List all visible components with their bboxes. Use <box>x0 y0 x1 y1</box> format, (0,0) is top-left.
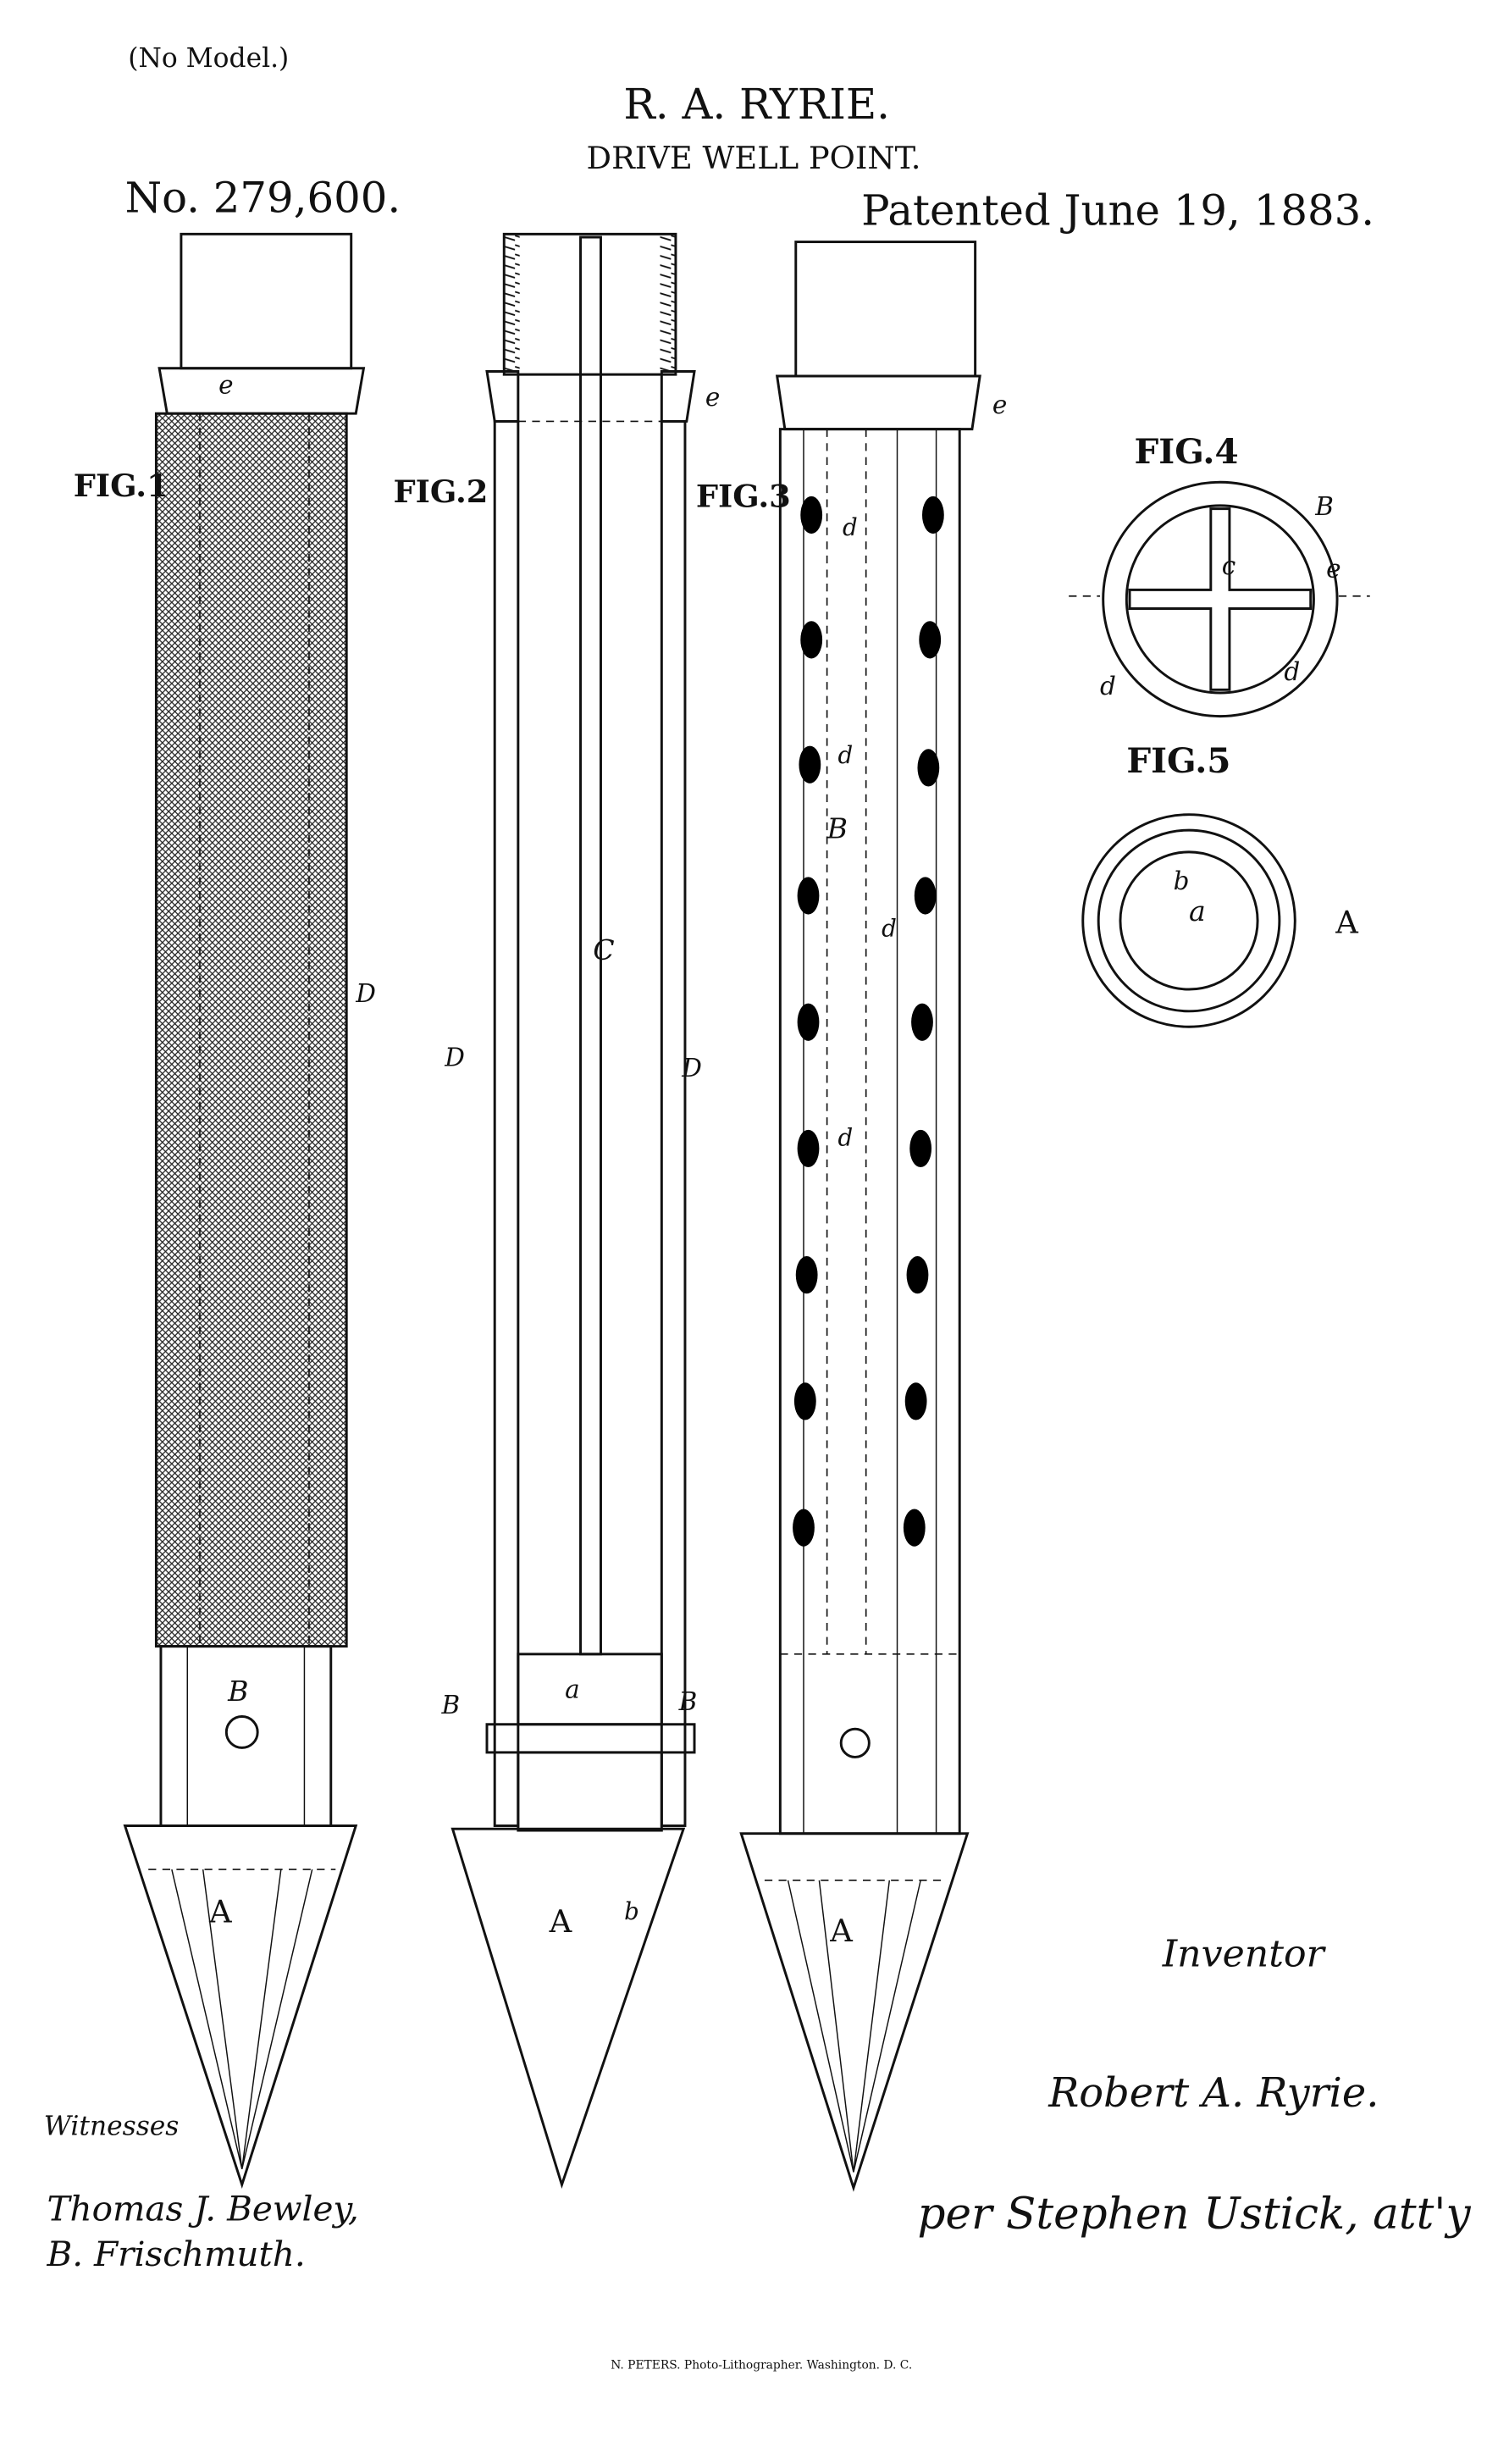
witness-2-signature: B. Frischmuth. <box>46 2234 305 2274</box>
ref-D: D <box>681 1054 702 1082</box>
ref-B: B <box>441 1691 461 1719</box>
ref-a: a <box>1189 894 1206 927</box>
ref-d: d <box>838 1123 854 1151</box>
ref-b: b <box>1174 867 1190 895</box>
figure-5: FIG.5 b a A <box>1081 740 1358 1028</box>
invention-title: DRIVE WELL POINT. <box>587 140 921 176</box>
ref-A: A <box>1335 905 1358 941</box>
fig2-label: FIG.2 <box>393 473 488 510</box>
inventor-name-heading: R. A. RYRIE. <box>623 80 890 129</box>
patent-number: No. 279,600. <box>125 174 401 223</box>
ref-e: e <box>218 370 233 399</box>
ref-c: c <box>1222 551 1236 580</box>
fig3-label: FIG.3 <box>696 478 791 515</box>
fig1-label: FIG.1 <box>74 467 169 504</box>
lithographer-credit: N. PETERS. Photo-Lithographer. Washingto… <box>611 2359 912 2373</box>
ref-A: A <box>208 1894 232 1930</box>
figure-3: FIG.3 e d d B d d A <box>696 241 1007 2192</box>
ref-d: d <box>882 914 897 942</box>
figure-4: FIG.4 B c e d d <box>1069 431 1370 718</box>
ref-A: A <box>829 1913 853 1949</box>
ref-D: D <box>444 1043 465 1071</box>
ref-A: A <box>549 1903 572 1940</box>
ref-a: a <box>565 1675 580 1703</box>
ref-D: D <box>355 979 376 1008</box>
ref-B: B <box>678 1687 698 1716</box>
witnesses-label: Witnesses <box>44 2111 180 2141</box>
inventor-label: Inventor <box>1162 1932 1327 1975</box>
no-model-note: (No Model.) <box>128 43 289 74</box>
ref-C: C <box>593 933 614 966</box>
fig5-label: FIG.5 <box>1126 740 1230 781</box>
ref-B: B <box>1314 492 1334 521</box>
ref-e: e <box>992 390 1007 419</box>
ref-b: b <box>624 1897 639 1925</box>
ref-B: B <box>227 1675 248 1708</box>
ref-d: d <box>843 513 858 541</box>
ref-e: e <box>705 383 720 412</box>
witness-1-signature: Thomas J. Bewley, <box>47 2189 358 2229</box>
inventor-signature: Robert A. Ryrie. <box>1047 2070 1379 2117</box>
ref-e: e <box>1326 555 1340 584</box>
figure-2: FIG.2 e C D D B B a A b <box>393 232 720 2190</box>
fig4-label: FIG.4 <box>1135 431 1239 472</box>
attorney-signature: per Stephen Ustick, att'y <box>917 2189 1471 2240</box>
patent-date: Patented June 19, 1883. <box>861 185 1374 235</box>
ref-B: B <box>826 811 848 844</box>
ref-d: d <box>1284 657 1300 686</box>
ref-d: d <box>838 741 854 769</box>
ref-d: d <box>1100 672 1116 700</box>
figure-1: FIG.1 e D B A <box>74 232 376 2190</box>
